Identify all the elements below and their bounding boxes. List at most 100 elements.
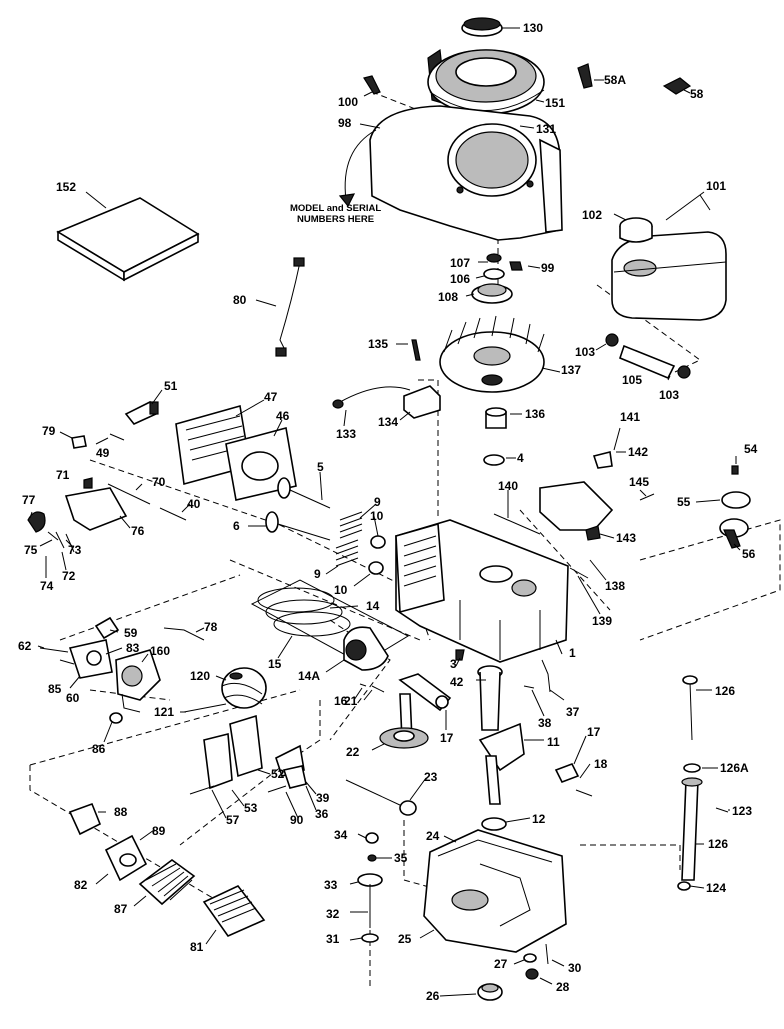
label-14A: 14A bbox=[298, 669, 321, 683]
label-137: 137 bbox=[561, 363, 582, 377]
label-4: 4 bbox=[517, 451, 524, 465]
label-11: 11 bbox=[547, 735, 560, 749]
label-85: 85 bbox=[48, 682, 62, 696]
part-101-fuel-tank bbox=[611, 231, 727, 321]
label-40: 40 bbox=[187, 497, 201, 511]
label-46: 46 bbox=[276, 409, 290, 423]
label-16: 16 bbox=[334, 694, 348, 708]
label-35: 35 bbox=[394, 851, 408, 865]
label-25: 25 bbox=[398, 932, 412, 946]
part-120-muffler bbox=[221, 667, 267, 709]
part-87-filter bbox=[138, 859, 196, 906]
label-77: 77 bbox=[22, 493, 36, 507]
part-9-springs bbox=[335, 511, 363, 567]
label-99: 99 bbox=[541, 261, 555, 275]
label-79: 79 bbox=[42, 424, 56, 438]
label-9-b: 9 bbox=[314, 567, 321, 581]
label-26: 26 bbox=[426, 989, 440, 1003]
label-78: 78 bbox=[204, 620, 218, 634]
label-106: 106 bbox=[450, 272, 471, 286]
label-30: 30 bbox=[568, 961, 582, 975]
label-14: 14 bbox=[366, 599, 380, 613]
part-1-engine-block bbox=[395, 519, 569, 663]
label-141: 141 bbox=[620, 410, 641, 424]
label-22: 22 bbox=[346, 745, 360, 759]
label-86: 86 bbox=[92, 742, 106, 756]
label-62: 62 bbox=[18, 639, 32, 653]
label-130: 130 bbox=[523, 21, 544, 35]
label-126: 126 bbox=[715, 684, 736, 698]
label-57: 57 bbox=[226, 813, 240, 827]
part-11-crankshaft bbox=[477, 665, 525, 805]
part-151-starter bbox=[427, 48, 545, 115]
label-121: 121 bbox=[154, 705, 175, 719]
label-12: 12 bbox=[532, 812, 546, 826]
label-80: 80 bbox=[233, 293, 247, 307]
label-87: 87 bbox=[114, 902, 128, 916]
label-21: 21 bbox=[344, 694, 358, 708]
label-24: 24 bbox=[426, 829, 440, 843]
label-42: 42 bbox=[450, 675, 464, 689]
label-34: 34 bbox=[334, 828, 348, 842]
label-9-a: 9 bbox=[374, 495, 381, 509]
label-89: 89 bbox=[152, 824, 166, 838]
label-58: 58 bbox=[690, 87, 704, 101]
label-38: 38 bbox=[538, 716, 552, 730]
label-102: 102 bbox=[582, 208, 603, 222]
label-74: 74 bbox=[40, 579, 54, 593]
label-72: 72 bbox=[62, 569, 76, 583]
label-37: 37 bbox=[566, 705, 580, 719]
label-31: 31 bbox=[326, 932, 340, 946]
note-line-1: MODEL and SERIAL bbox=[290, 203, 382, 214]
label-36: 36 bbox=[315, 807, 329, 821]
label-90: 90 bbox=[290, 813, 304, 827]
label-151: 151 bbox=[545, 96, 566, 110]
label-10-b: 10 bbox=[334, 583, 348, 597]
label-135: 135 bbox=[368, 337, 389, 351]
label-15: 15 bbox=[268, 657, 282, 671]
label-126A: 126A bbox=[720, 761, 749, 775]
label-140: 140 bbox=[498, 479, 519, 493]
label-17-b: 17 bbox=[587, 725, 601, 739]
label-60: 60 bbox=[66, 691, 80, 705]
label-54: 54 bbox=[744, 442, 758, 456]
label-152: 152 bbox=[56, 180, 77, 194]
label-120: 120 bbox=[190, 669, 211, 683]
label-6: 6 bbox=[233, 519, 240, 533]
label-53: 53 bbox=[244, 801, 258, 815]
label-103-a: 103 bbox=[575, 345, 596, 359]
label-133: 133 bbox=[336, 427, 357, 441]
label-131: 131 bbox=[536, 122, 557, 136]
part-15-rings bbox=[250, 579, 410, 665]
note-line-2: NUMBERS HERE bbox=[297, 214, 375, 225]
label-5: 5 bbox=[317, 460, 324, 474]
label-32: 32 bbox=[326, 907, 340, 921]
label-138: 138 bbox=[605, 579, 626, 593]
label-73: 73 bbox=[68, 543, 82, 557]
label-105: 105 bbox=[622, 373, 643, 387]
label-1: 1 bbox=[569, 646, 576, 660]
model-serial-note: MODEL and SERIAL NUMBERS HERE bbox=[290, 203, 381, 225]
label-58A: 58A bbox=[604, 73, 627, 87]
part-98-blower-housing bbox=[369, 105, 563, 241]
label-33: 33 bbox=[324, 878, 338, 892]
label-88: 88 bbox=[114, 805, 128, 819]
label-28: 28 bbox=[556, 980, 570, 994]
label-107: 107 bbox=[450, 256, 471, 270]
part-22-cam-gear bbox=[379, 693, 429, 749]
label-17-a: 17 bbox=[440, 731, 454, 745]
label-103-b: 103 bbox=[659, 388, 680, 402]
label-56: 56 bbox=[742, 547, 756, 561]
part-25-crankcase-cover bbox=[423, 829, 567, 953]
label-23: 23 bbox=[424, 770, 438, 784]
label-134: 134 bbox=[378, 415, 399, 429]
label-101: 101 bbox=[706, 179, 727, 193]
label-47: 47 bbox=[264, 390, 278, 404]
label-100: 100 bbox=[338, 95, 359, 109]
label-39: 39 bbox=[316, 791, 330, 805]
label-71: 71 bbox=[56, 468, 70, 482]
part-58 bbox=[662, 77, 692, 95]
label-27: 27 bbox=[494, 957, 508, 971]
